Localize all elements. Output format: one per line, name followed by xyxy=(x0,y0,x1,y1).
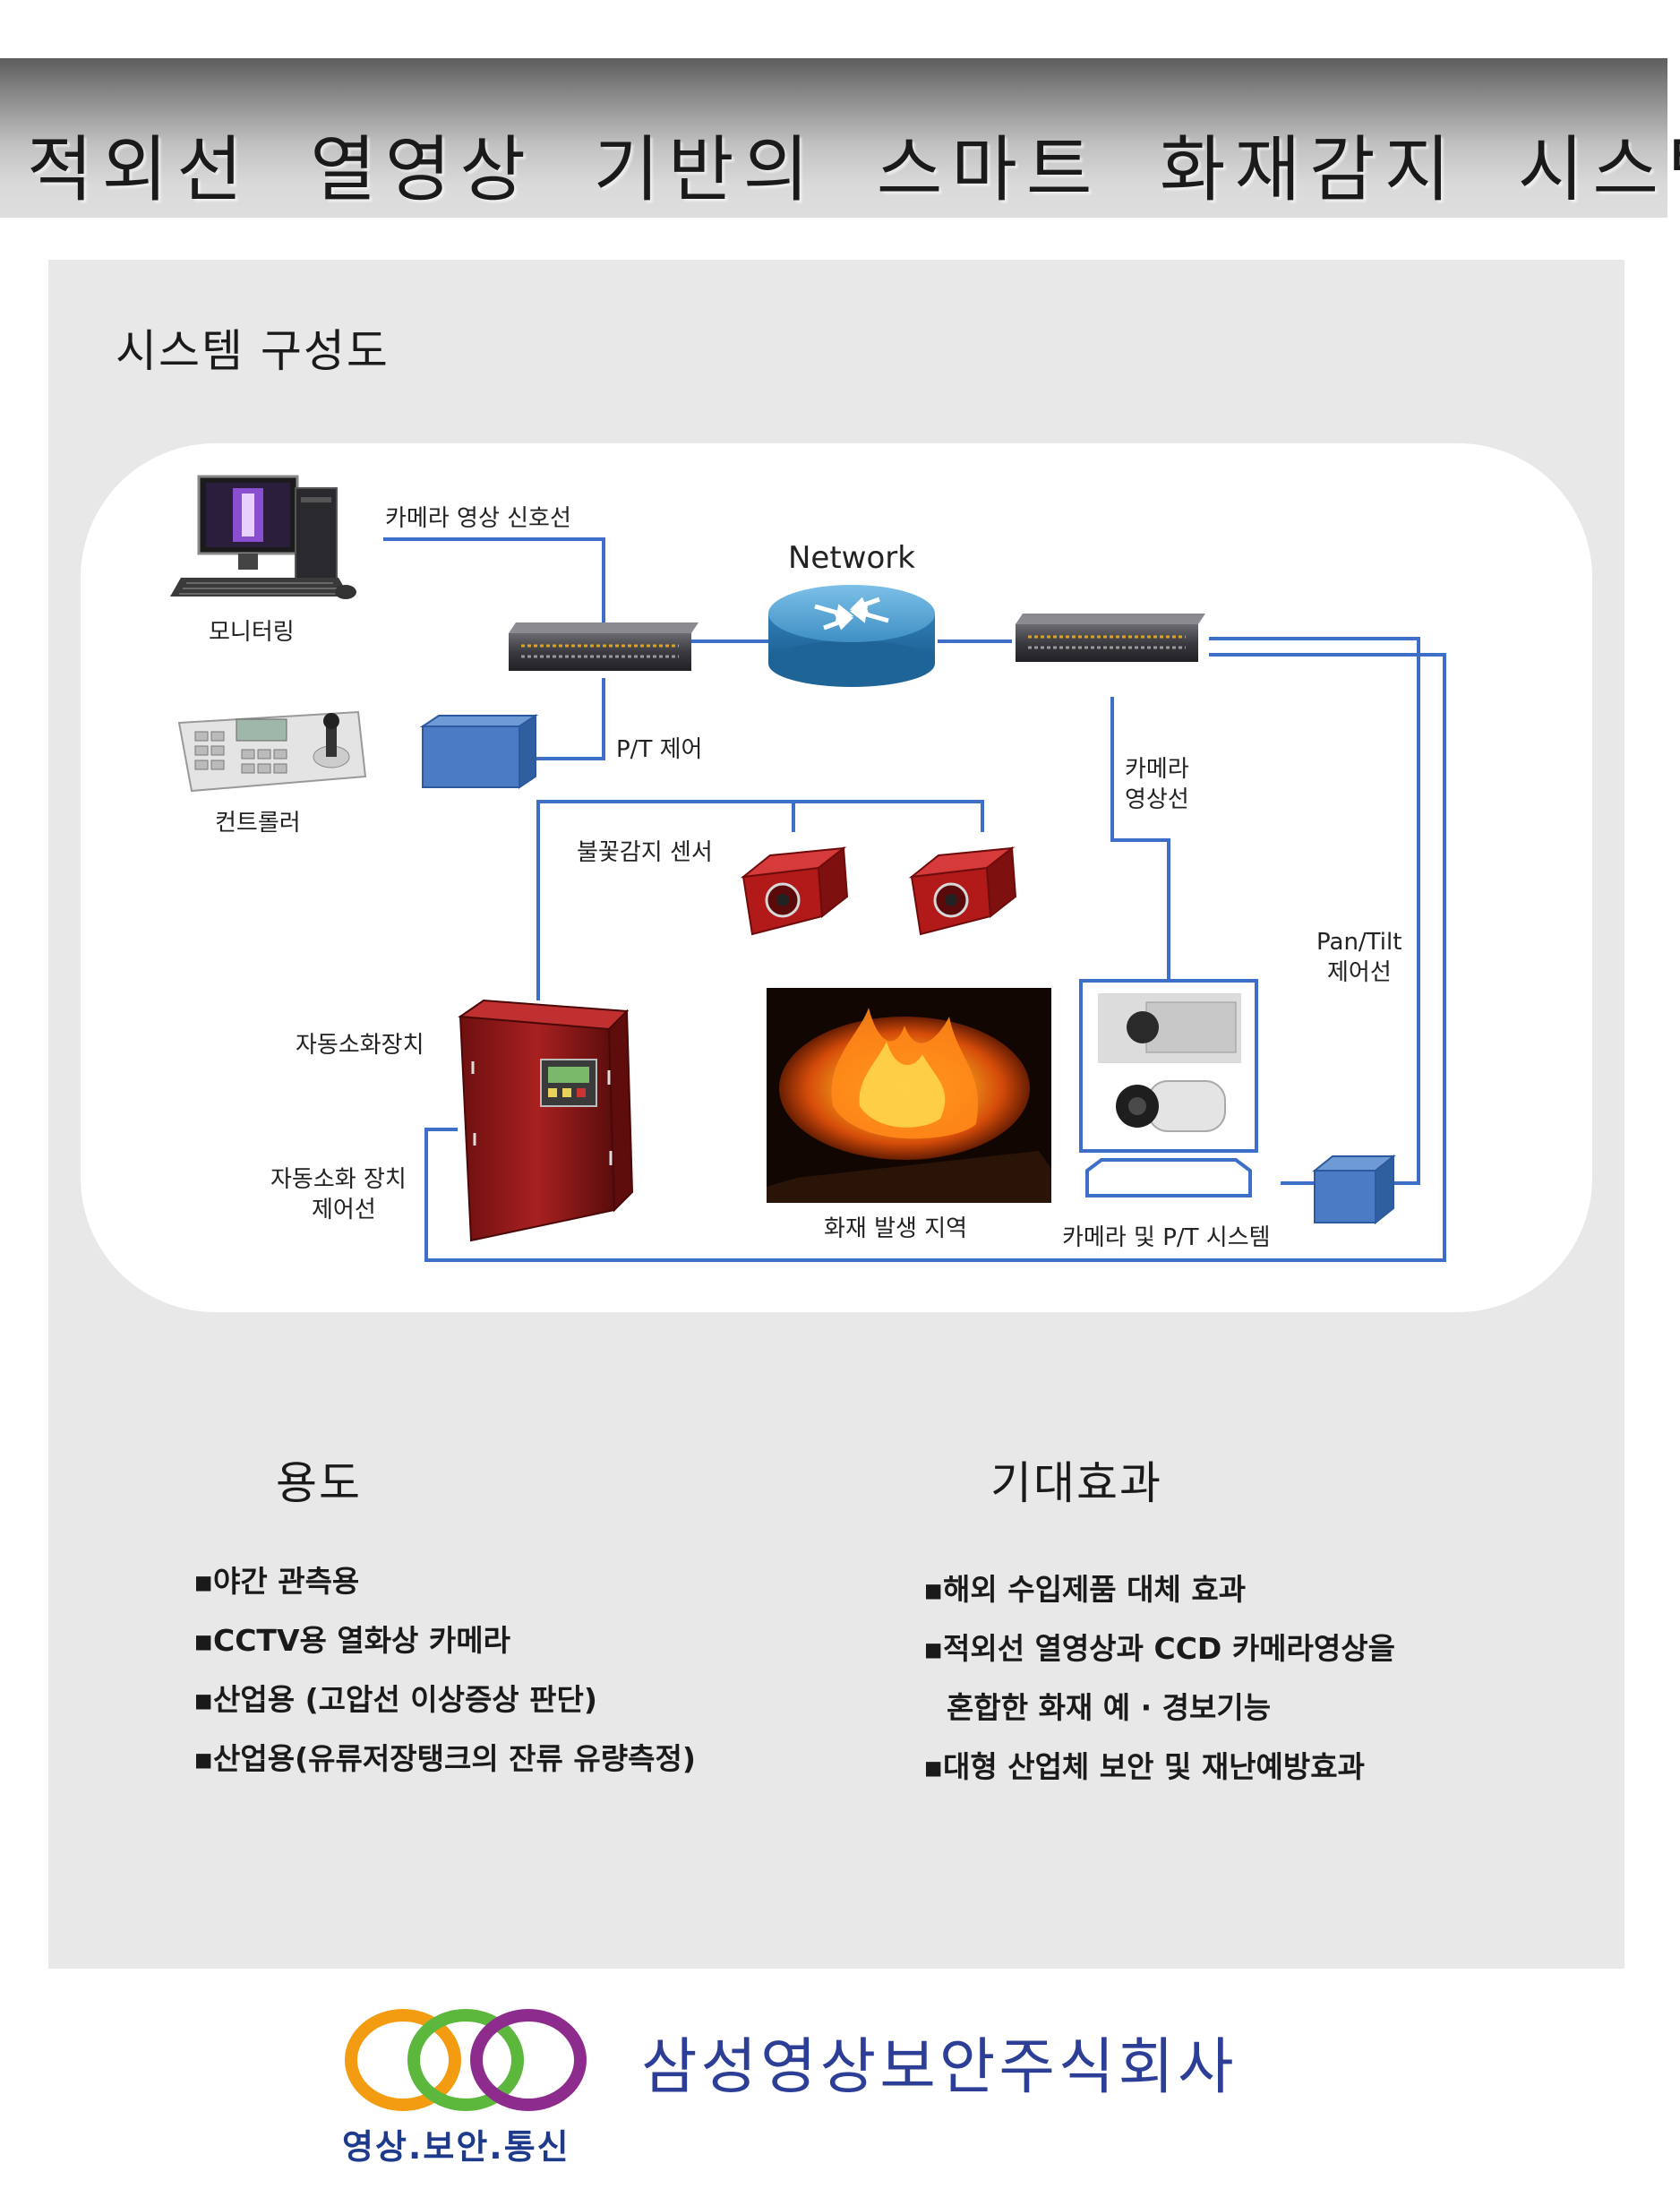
camera-signal-line xyxy=(383,537,605,622)
company-logo xyxy=(345,2009,587,2111)
flame-sensor-icon xyxy=(908,846,1017,936)
uses-list: ▪야간 관측용 ▪CCTV용 열화상 카메라 ▪산업용 (고압선 이상증상 판단… xyxy=(193,1552,696,1789)
auto-control-label-1: 자동소화 장치 xyxy=(270,1166,407,1193)
monitoring-pc-icon xyxy=(170,475,356,599)
connection-lines xyxy=(383,537,1446,1262)
auto-extinguisher-label: 자동소화장치 xyxy=(296,1032,424,1059)
list-item: ▪CCTV용 열화상 카메라 xyxy=(193,1623,510,1658)
pt-control-label: P/T 제어 xyxy=(616,736,702,763)
monitoring-label: 모니터링 xyxy=(209,619,295,646)
diagram-heading: 시스템 구성도 xyxy=(116,325,390,377)
camera-pt-system-icon xyxy=(1079,979,1258,1197)
list-item: ▪산업용(유류저장탱크의 잔류 유량측정) xyxy=(193,1741,696,1776)
controller-label: 컨트롤러 xyxy=(215,810,301,837)
camera-video-label-2: 영상선 xyxy=(1125,786,1189,813)
page-title: 적외선 열영상 기반의 스마트 화재감지 시스템 xyxy=(27,128,1680,211)
pan-tilt-line-inner xyxy=(1209,637,1420,1185)
fire-area-label: 화재 발생 지역 xyxy=(824,1215,967,1242)
content-panel: 시스템 구성도 xyxy=(48,260,1624,1969)
left-network-switch-icon xyxy=(509,622,699,671)
list-item: ▪적외선 열영상과 CCD 카메라영상을 xyxy=(923,1631,1395,1666)
camera-video-line xyxy=(1110,697,1170,981)
right-network-switch-icon xyxy=(1016,614,1205,662)
effects-list: ▪해외 수입제품 대체 효과 ▪적외선 열영상과 CCD 카메라영상을 혼합한 … xyxy=(923,1560,1395,1797)
flame-sensor-label: 불꽃감지 센서 xyxy=(577,839,713,866)
auto-control-label-2: 제어선 xyxy=(312,1197,376,1223)
auto-extinguisher-control-line xyxy=(424,653,1446,1262)
pan-tilt-label-1: Pan/Tilt xyxy=(1316,929,1401,956)
flame-sensor-line xyxy=(536,800,984,1000)
title-bar: 적외선 열영상 기반의 스마트 화재감지 시스템 xyxy=(0,58,1680,218)
diagram-canvas: 카메라 영상 신호선 모니터링 Net xyxy=(170,475,1446,1262)
pt-control-box-icon xyxy=(1312,1154,1396,1225)
pan-tilt-label-2: 제어선 xyxy=(1327,959,1392,986)
flame-sensor-icon xyxy=(740,846,849,936)
fire-image xyxy=(767,988,1051,1203)
list-item: ▪대형 산업체 보안 및 재난예방효과 xyxy=(923,1749,1365,1784)
system-diagram: 카메라 영상 신호선 모니터링 Net xyxy=(81,443,1592,1312)
logo-tagline: 영상.보안.통신 xyxy=(342,2127,570,2167)
camera-video-label-1: 카메라 xyxy=(1125,756,1189,783)
camera-pt-system-label: 카메라 및 P/T 시스템 xyxy=(1062,1224,1271,1251)
pt-control-line xyxy=(519,678,605,760)
pt-control-box-icon xyxy=(419,714,539,789)
list-item: ▪산업용 (고압선 이상증상 판단) xyxy=(193,1682,597,1717)
camera-signal-label: 카메라 영상 신호선 xyxy=(385,505,571,532)
list-item: ▪해외 수입제품 대체 효과 xyxy=(923,1572,1247,1607)
uses-heading: 용도 xyxy=(276,1457,362,1509)
network-router-icon xyxy=(768,585,935,687)
list-item: 혼합한 화재 예 · 경보기능 xyxy=(947,1690,1272,1725)
controller-keyboard-icon xyxy=(177,710,367,793)
effects-heading: 기대효과 xyxy=(990,1457,1162,1509)
company-name: 삼성영상보안주식회사 xyxy=(641,2032,1238,2103)
auto-extinguisher-cabinet-icon xyxy=(458,999,634,1242)
list-item: ▪야간 관측용 xyxy=(193,1564,360,1599)
network-label: Network xyxy=(788,540,915,576)
